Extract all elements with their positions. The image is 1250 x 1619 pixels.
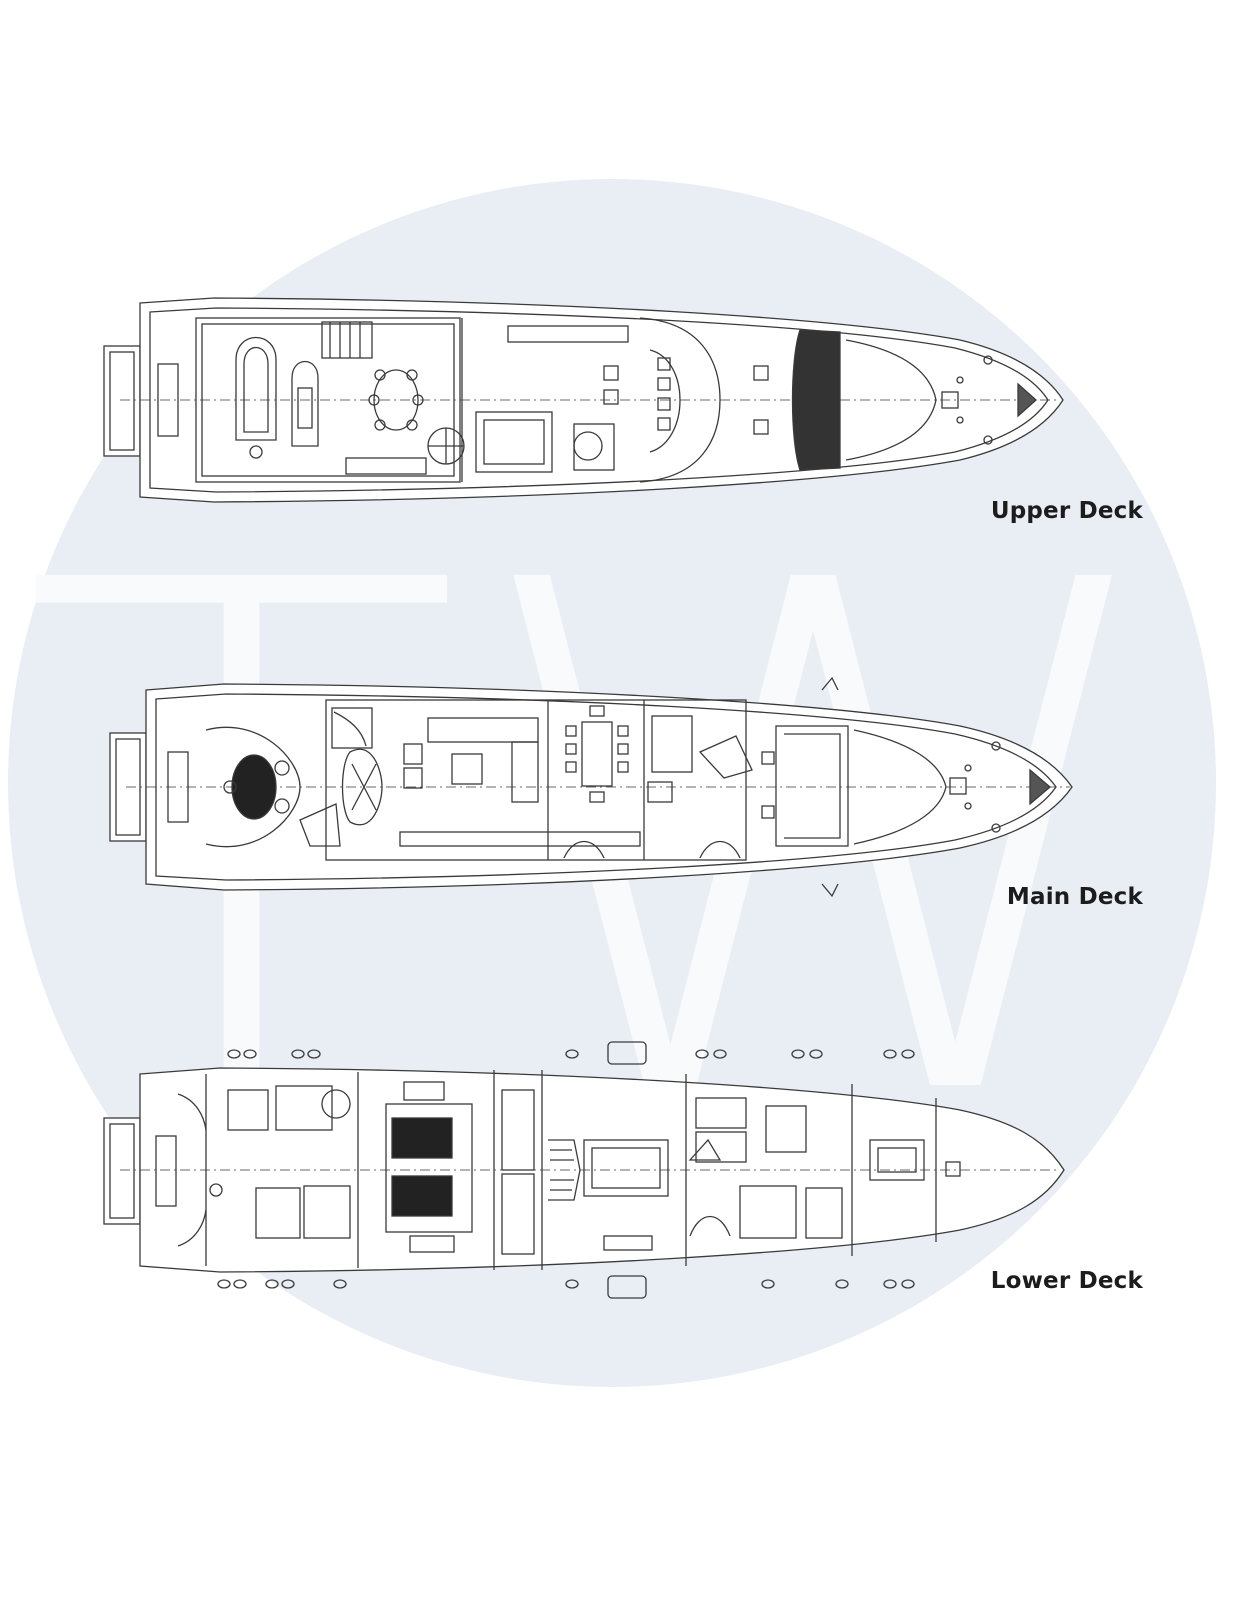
main-deck-label: Main Deck [1006, 884, 1143, 910]
main-deck-plan [109, 676, 1073, 898]
upper-deck-label: Upper Deck [990, 498, 1143, 524]
portlights-top [227, 1041, 915, 1065]
portlights-bottom [217, 1275, 915, 1299]
lower-deck-label: Lower Deck [990, 1268, 1143, 1294]
upper-deck-plan [103, 297, 1064, 503]
lower-deck-plan [103, 1041, 1065, 1299]
